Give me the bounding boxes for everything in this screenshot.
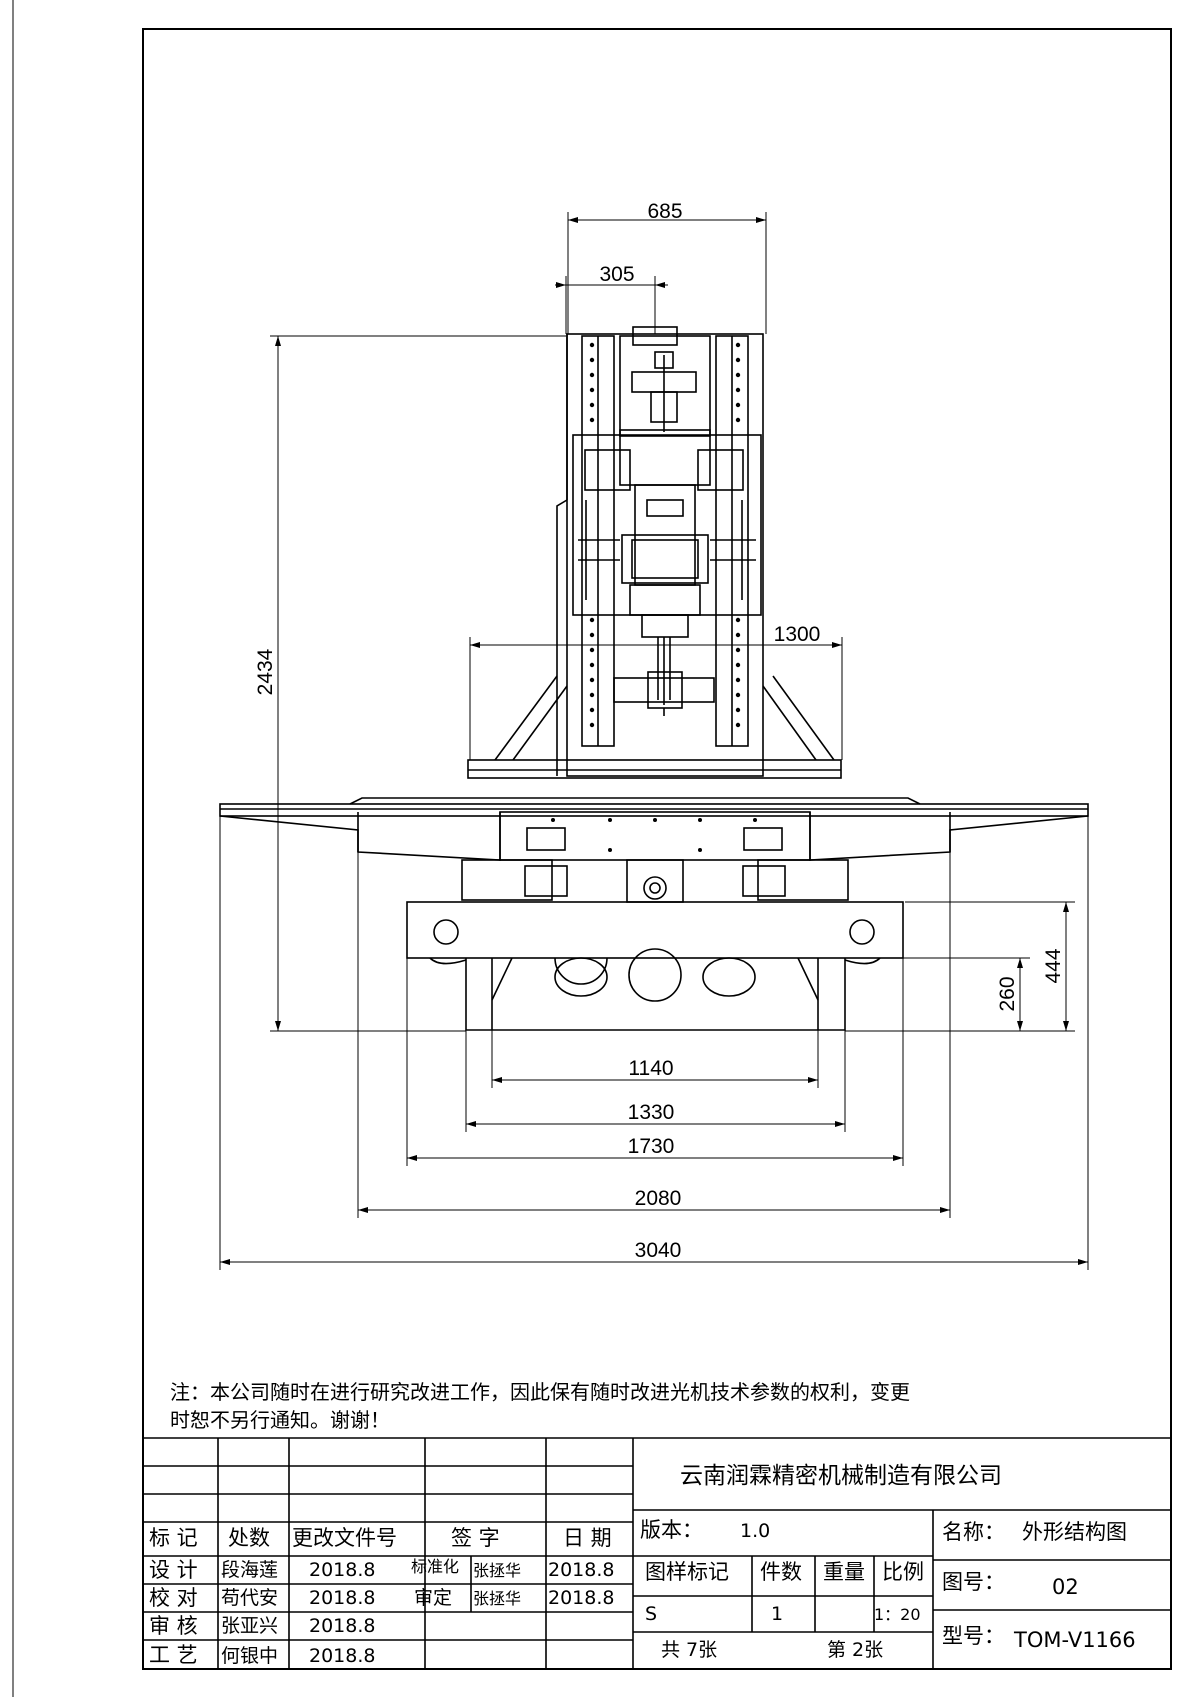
dim-444: 444 xyxy=(1042,948,1065,983)
disclaimer-line-1: 注：本公司随时在进行研究改进工作，因此保有随时改进光机技术参数的权利，变更 xyxy=(170,1380,910,1404)
sample-mark-value: S xyxy=(645,1603,658,1625)
header-mark: 标 记 xyxy=(149,1526,198,1550)
header-change-doc: 更改文件号 xyxy=(292,1526,397,1550)
disclaimer-note: 注：本公司随时在进行研究改进工作，因此保有随时改进光机技术参数的权利，变更 时恕… xyxy=(170,1378,1160,1434)
name-process: 何银中 xyxy=(221,1645,279,1667)
date-check: 2018.8 xyxy=(309,1587,376,1609)
dim-1730: 1730 xyxy=(628,1135,675,1158)
dim-3040: 3040 xyxy=(635,1239,682,1262)
dim-1330: 1330 xyxy=(628,1101,675,1124)
disclaimer-line-2: 时恕不另行通知。谢谢！ xyxy=(170,1408,390,1432)
weight-label: 重量 xyxy=(823,1560,865,1584)
name-design: 段海莲 xyxy=(221,1559,279,1581)
dim-2434: 2434 xyxy=(254,648,277,695)
approve-name: 张拯华 xyxy=(473,1589,522,1608)
name-review: 张亚兴 xyxy=(221,1615,279,1637)
version-value: 1.0 xyxy=(740,1520,771,1542)
dim-2080: 2080 xyxy=(635,1187,682,1210)
name-check: 苟代安 xyxy=(221,1587,279,1609)
dimension-arrows xyxy=(220,217,1088,1265)
sheet-number: 第 2张 xyxy=(827,1639,884,1661)
dim-1140: 1140 xyxy=(628,1057,673,1080)
machine-outline xyxy=(219,326,1089,1031)
role-design: 设 计 xyxy=(149,1558,198,1582)
version-label: 版本： xyxy=(640,1518,703,1542)
name-value: 外形结构图 xyxy=(1022,1520,1127,1544)
total-sheets: 共 7张 xyxy=(661,1639,718,1661)
qty-label: 件数 xyxy=(760,1560,802,1584)
std-label: 标准化 xyxy=(411,1557,460,1576)
dim-305: 305 xyxy=(599,263,634,286)
std-name: 张拯华 xyxy=(473,1561,522,1580)
date-review: 2018.8 xyxy=(309,1615,376,1637)
approve-date: 2018.8 xyxy=(548,1587,615,1609)
scale-value: 1：20 xyxy=(874,1605,921,1624)
header-count: 处数 xyxy=(228,1526,270,1550)
scale-label: 比例 xyxy=(882,1560,924,1584)
date-process: 2018.8 xyxy=(309,1645,376,1667)
drawing-no-label: 图号： xyxy=(942,1570,1005,1594)
header-sign: 签 字 xyxy=(451,1526,500,1550)
dim-260: 260 xyxy=(996,976,1019,1011)
dimension-lines xyxy=(219,212,1089,1270)
role-check: 校 对 xyxy=(149,1586,198,1610)
drawing-no-value: 02 xyxy=(1052,1575,1079,1599)
name-label: 名称： xyxy=(942,1520,1005,1544)
title-block-grid xyxy=(143,1437,1171,1669)
company-name: 云南润霖精密机械制造有限公司 xyxy=(680,1463,1002,1489)
std-date: 2018.8 xyxy=(548,1559,615,1581)
date-design: 2018.8 xyxy=(309,1559,376,1581)
sample-mark-label: 图样标记 xyxy=(645,1560,729,1584)
model-label: 型号： xyxy=(942,1624,1005,1648)
dim-685: 685 xyxy=(647,200,682,223)
model-value: TOM-V1166 xyxy=(1014,1628,1136,1652)
role-process: 工 艺 xyxy=(149,1643,198,1667)
drawing-frame xyxy=(142,28,1172,1670)
approve-label: 审定 xyxy=(414,1587,453,1609)
dim-1300: 1300 xyxy=(774,623,821,646)
header-date: 日 期 xyxy=(563,1526,612,1550)
qty-value: 1 xyxy=(771,1603,784,1625)
role-review: 审 核 xyxy=(149,1614,198,1638)
